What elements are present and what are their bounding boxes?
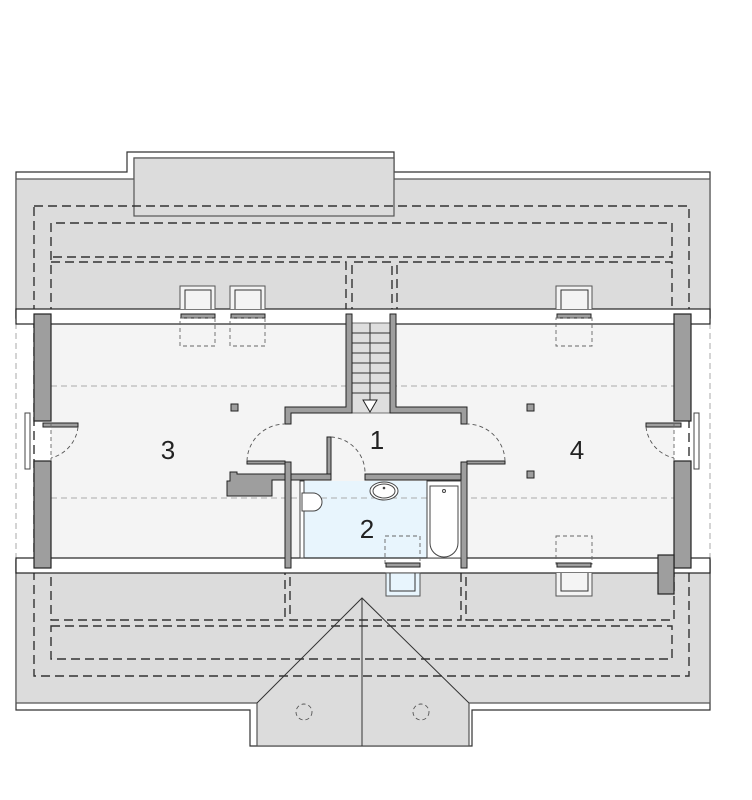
chimney-flue	[226, 471, 286, 497]
roof-top	[15, 151, 711, 319]
bathroom-floor	[300, 481, 430, 558]
gable-wall-right-lower	[673, 460, 692, 569]
door-room-4[interactable]	[466, 423, 506, 465]
vent-circle-left	[295, 703, 313, 721]
roof-window	[179, 285, 216, 347]
staircase[interactable]	[351, 322, 391, 414]
room-label-4: 4	[570, 435, 584, 465]
bathroom-fixtures	[299, 480, 462, 559]
gable-wall-left-lower	[33, 460, 52, 569]
room-label-2: 2	[360, 514, 374, 544]
door-room-3[interactable]	[246, 423, 286, 465]
knee-wall-top	[15, 308, 711, 325]
roof-window	[555, 285, 593, 347]
roof-window	[384, 535, 421, 597]
roof-window	[555, 535, 593, 597]
chimney-block	[657, 554, 675, 595]
roof-structure-lines	[33, 205, 690, 677]
door-right-gable[interactable]	[645, 412, 700, 470]
door-left-gable[interactable]	[24, 412, 79, 470]
post	[526, 403, 535, 412]
door-bathroom[interactable]	[330, 436, 366, 475]
gable-wall-left-upper	[33, 313, 52, 422]
roof-window	[229, 285, 266, 347]
stair-direction-arrow-icon	[362, 399, 378, 413]
roof-bottom	[15, 559, 711, 747]
gable-wall-right-upper	[673, 313, 692, 422]
room-label-3: 3	[161, 435, 175, 465]
chimney-dormer	[133, 157, 395, 217]
knee-wall-bottom	[15, 557, 711, 574]
partition-walls	[226, 313, 535, 569]
post	[230, 403, 239, 412]
bathtub-icon	[429, 485, 459, 558]
toilet-icon	[301, 492, 323, 512]
vent-circle-right	[412, 703, 430, 721]
room-label-1: 1	[370, 425, 384, 455]
post	[526, 470, 535, 479]
